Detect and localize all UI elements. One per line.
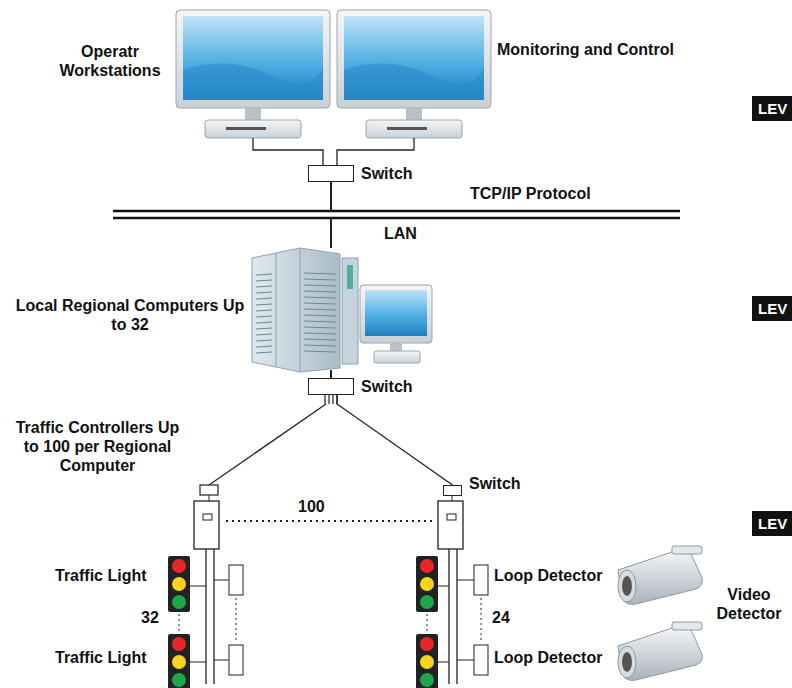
label: Traffic Light [55,566,147,585]
level-text: LEV [758,515,787,532]
label: Monitoring and Control [497,40,674,59]
dotted-link [179,614,180,636]
wire [209,404,326,485]
switch-label: Switch [361,377,413,396]
dotted-link [226,520,432,522]
video-camera [618,546,702,604]
label: Traffic Light [55,648,147,667]
switch-label: Switch [469,474,521,493]
level-text: LEV [758,300,787,317]
regional-server [252,248,432,372]
switch-box [308,165,354,182]
network-link [337,395,453,485]
switch: Switch [443,485,523,496]
traffic-lights [168,556,438,688]
traffic-controller [190,485,243,684]
wire [253,138,323,166]
wire [330,182,332,211]
label: Operatr Workstations [40,42,180,80]
label: Traffic Controllers Up to 100 per Region… [10,418,185,475]
label: 32 [141,608,159,627]
wire [337,138,414,166]
workstation-monitor [176,10,330,138]
label: TCP/IP Protocol [470,184,591,203]
label: LAN [384,224,417,243]
workstation-monitor [337,10,491,138]
video-camera [618,622,702,680]
traffic-controller [438,496,488,684]
level-tag: LEV [752,296,792,321]
wire [330,218,332,248]
label: Video Detector [710,585,788,623]
label: Local Regional Computers Up to 32 [15,296,245,334]
label: 24 [492,608,510,627]
lan-bus [113,217,680,220]
switch: Switch [308,378,415,395]
switch-box [308,378,354,395]
lan-bus [113,210,680,213]
level-tag: LEV [752,511,792,536]
dotted-link [427,614,428,636]
label: 100 [298,497,325,516]
switch-box [443,485,462,496]
label: Loop Detector [494,566,602,585]
label: Loop Detector [494,648,602,667]
switch-label: Switch [361,164,413,183]
level-text: LEV [758,100,787,117]
switch-ports [325,395,337,404]
switch: Switch [308,165,415,182]
level-tag: LEV [752,96,792,121]
